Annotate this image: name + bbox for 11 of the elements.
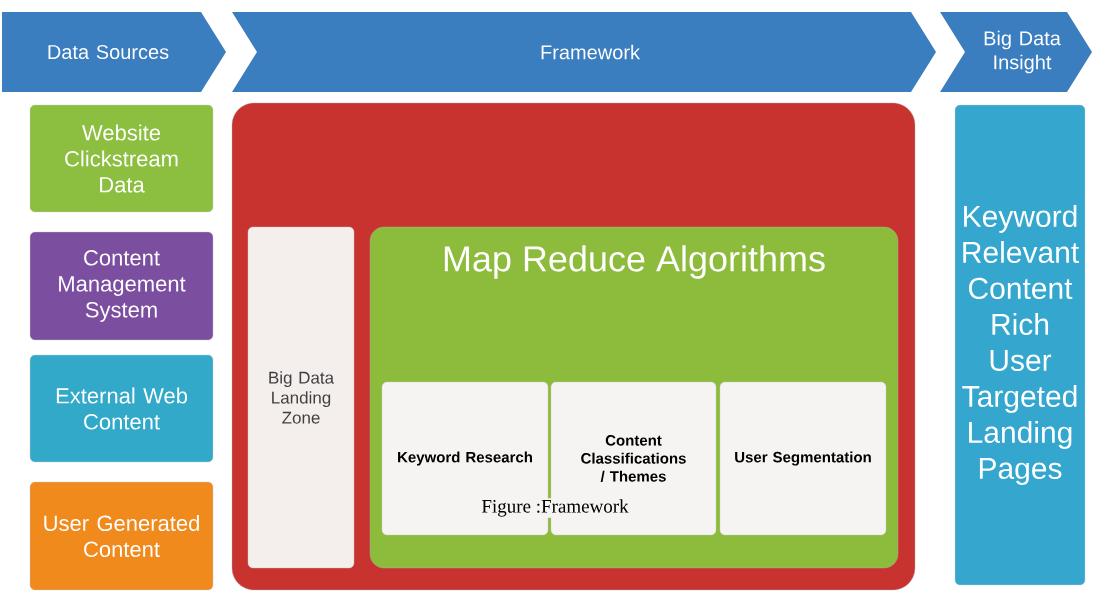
algorithm-box: User Segmentation	[719, 381, 887, 536]
source-box: External Web Content	[29, 354, 214, 463]
source-box: Website Clickstream Data	[29, 104, 214, 213]
landing-zone-box: Big Data Landing Zone	[247, 226, 355, 569]
caption: Figure :Framework	[480, 498, 630, 518]
stage-banner: Data Sources	[2, 12, 226, 92]
output-box: Keyword Relevant Content Rich User Targeted Landing Pages	[954, 104, 1086, 586]
stage-banner: Big Data Insight	[940, 12, 1092, 92]
source-box: Content Management System	[29, 231, 214, 341]
source-box: User Generated Content	[29, 481, 214, 591]
stage-banner: Framework	[232, 12, 936, 92]
